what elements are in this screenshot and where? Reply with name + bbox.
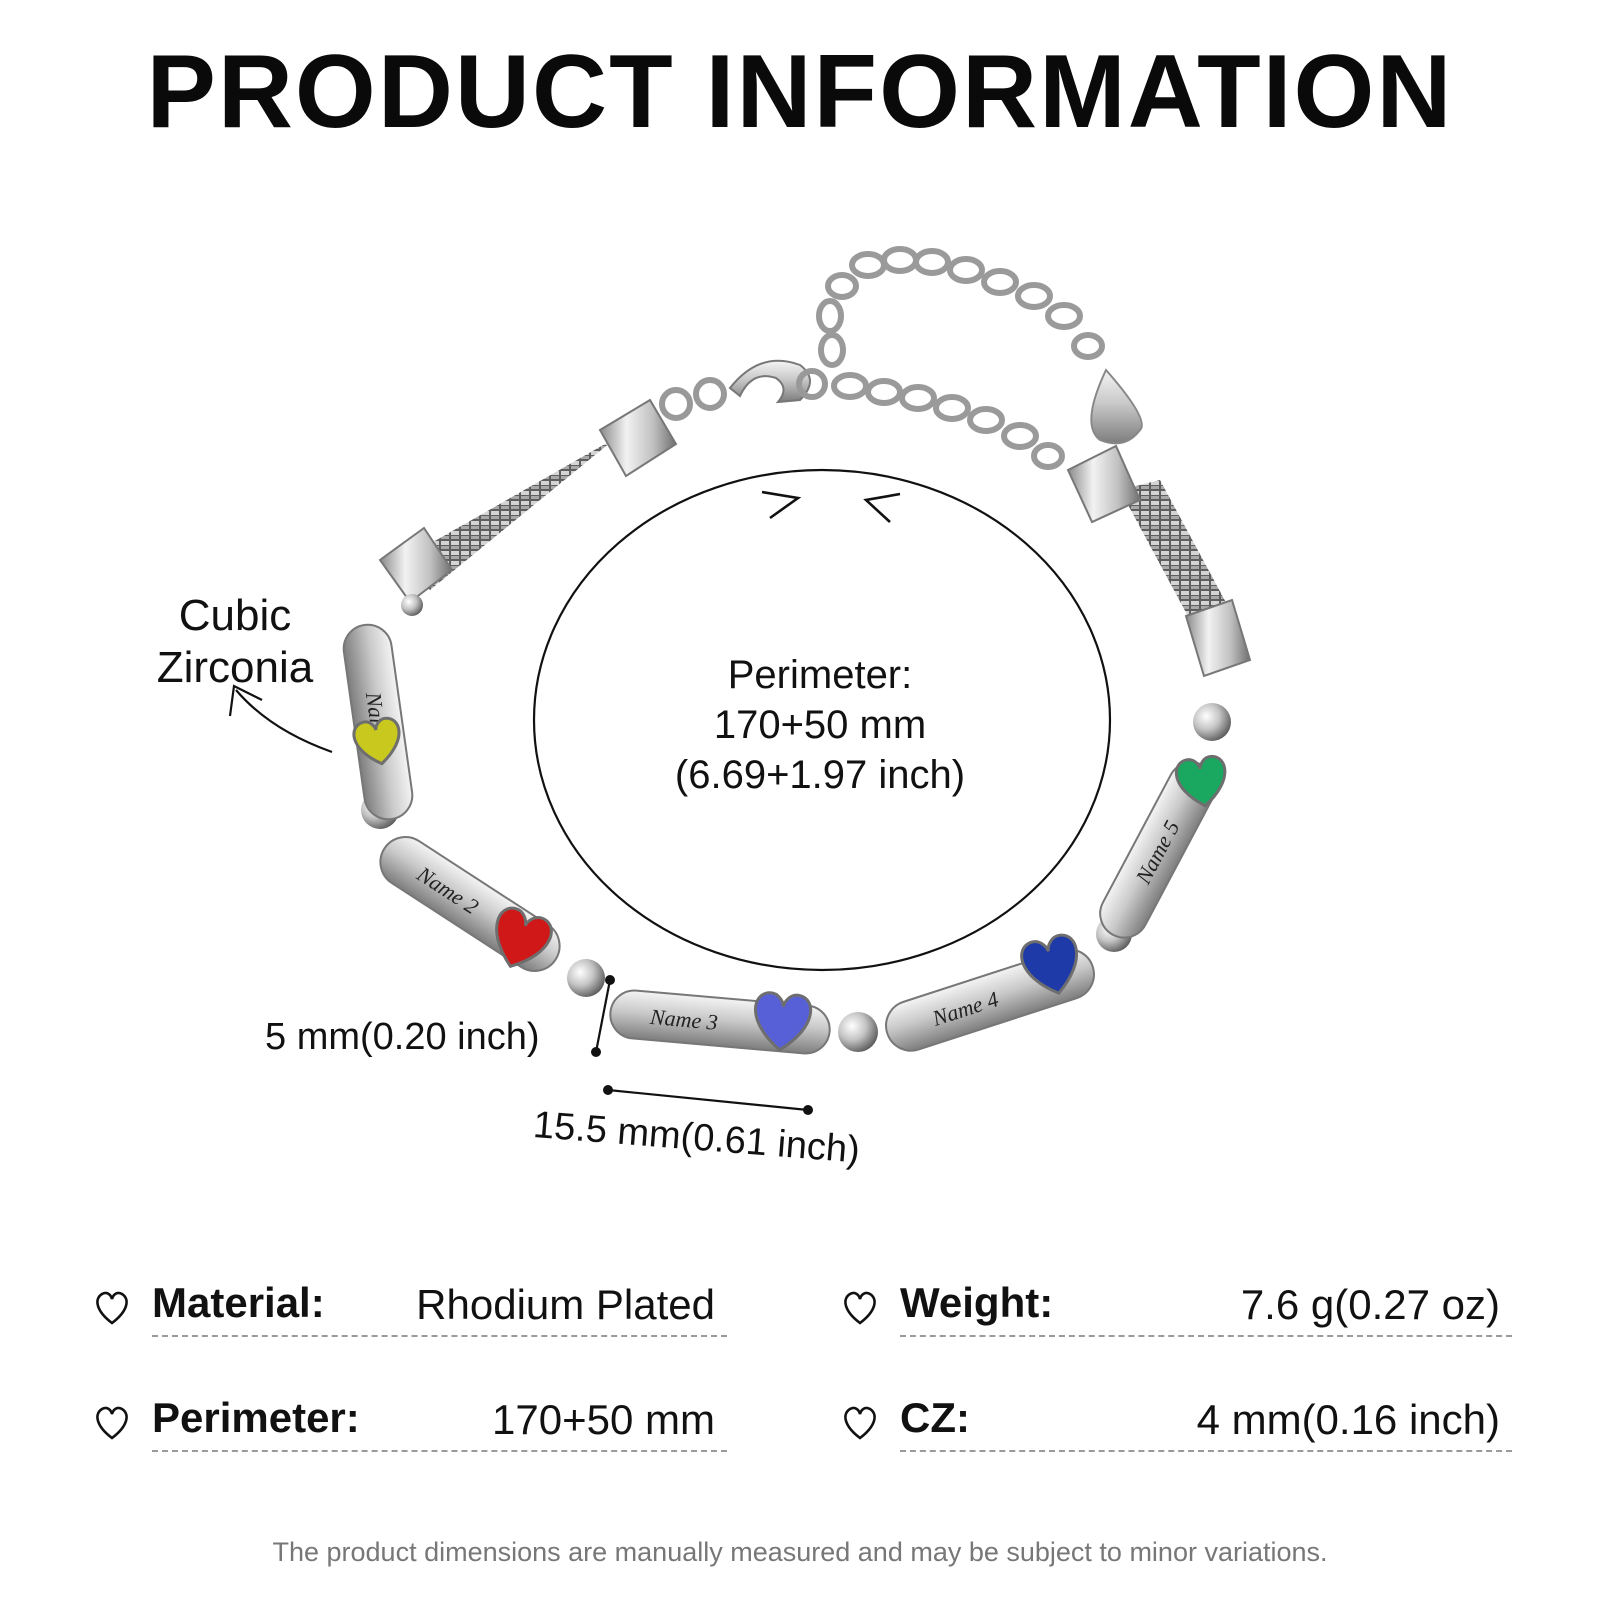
heart-outline-icon [844,1406,876,1440]
spec-cz: CZ: 4 mm(0.16 inch) [844,1390,1512,1452]
page-title: PRODUCT INFORMATION [146,34,1454,150]
perimeter-callout: Perimeter: 170+50 mm (6.69+1.97 inch) [674,653,966,797]
heart-stone-4 [1020,933,1078,995]
footnote: The product dimensions are manually meas… [272,1537,1328,1567]
spec-label: Weight: [900,1279,1054,1326]
engraving-text: Name 3 [648,1004,719,1035]
heart-stone-3 [754,991,813,1052]
spec-value: 7.6 g(0.27 oz) [1240,1281,1500,1328]
heart-stone-5 [1175,754,1227,808]
spec-weight: Weight: 7.6 g(0.27 oz) [844,1275,1512,1337]
spec-label: Material: [152,1279,325,1326]
bar-width-dimension: 5 mm(0.20 inch) [265,1016,540,1058]
heart-outline-icon [844,1291,876,1325]
heart-outline-icon [96,1406,128,1440]
heart-outline-icon [96,1291,128,1325]
spec-material: Material: Rhodium Plated [96,1275,727,1337]
spec-value: 4 mm(0.16 inch) [1196,1396,1500,1443]
heart-stone-2 [495,906,553,969]
spec-value: 170+50 mm [492,1396,715,1443]
spec-perimeter: Perimeter: 170+50 mm [96,1390,727,1452]
heart-stone-1 [352,716,401,766]
name-bar-2: Name 2 [379,836,561,972]
perimeter-circle [532,468,1112,972]
spec-label: Perimeter: [152,1394,360,1441]
spec-value: Rhodium Plated [416,1281,715,1328]
cubic-zirconia-label: Cubic Zirconia [156,591,314,692]
spec-label: CZ: [900,1394,970,1441]
